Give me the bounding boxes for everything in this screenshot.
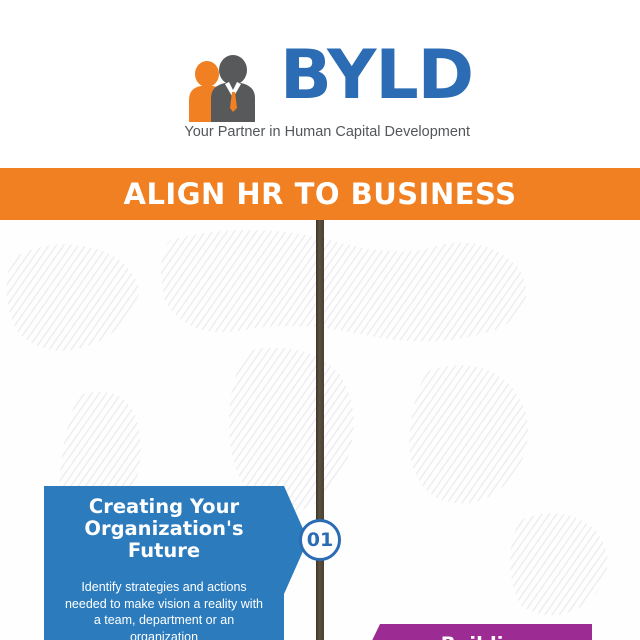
logo: BYLD Your Partner in Human Capital Devel… xyxy=(175,42,475,150)
step-1-title-line2: Organization's Future xyxy=(84,516,244,562)
step-1-description: Identify strategies and actions needed t… xyxy=(44,571,284,640)
logo-tagline: Your Partner in Human Capital Developmen… xyxy=(184,124,470,140)
timeline-area: Creating Your Organization's Future Iden… xyxy=(0,220,640,640)
step-1-title-line1: Creating Your xyxy=(88,495,240,518)
timeline-step-1: Creating Your Organization's Future Iden… xyxy=(44,486,284,640)
timeline-step-2: Building Cultural Operating System Chang… xyxy=(380,624,592,640)
title-bar: ALIGN HR TO BUSINESS xyxy=(0,168,640,220)
header: BYLD Your Partner in Human Capital Devel… xyxy=(0,0,640,168)
step-1-title: Creating Your Organization's Future xyxy=(44,486,284,572)
people-logo-icon xyxy=(189,55,255,122)
step-2-arrow xyxy=(356,624,380,640)
step-2-title: Building Cultural Operating System xyxy=(380,624,592,640)
page-title: ALIGN HR TO BUSINESS xyxy=(123,177,517,211)
timeline-spine xyxy=(316,220,324,640)
step-2-title-line1: Building Cultural xyxy=(441,633,532,640)
logo-wordmark: BYLD xyxy=(280,36,474,115)
timeline-marker-01: 01 xyxy=(299,519,341,561)
